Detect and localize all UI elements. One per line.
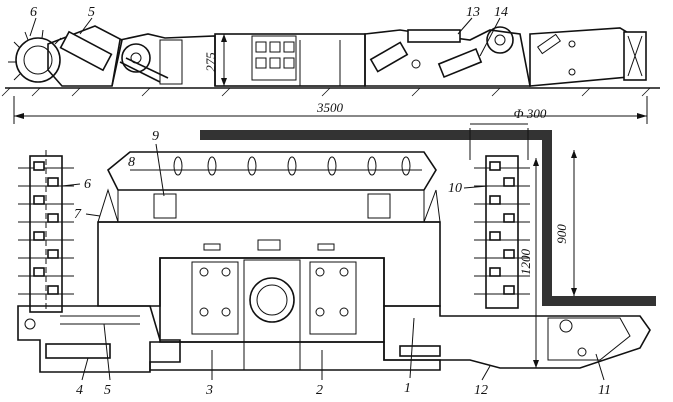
callout-1: 1 (404, 381, 411, 396)
cylinder-14 (437, 47, 483, 79)
callout-6: 6 (84, 177, 91, 192)
callout-4: 4 (76, 383, 83, 398)
callout-13: 13 (466, 5, 480, 20)
dim-275: 275 (203, 52, 218, 72)
right-lower-arm (383, 305, 651, 369)
motor-housing (159, 257, 385, 343)
ground-hatching (1, 87, 651, 97)
main-frame (97, 221, 441, 307)
right-sprocket (486, 26, 514, 54)
left-arm-cylinder (59, 30, 113, 72)
plan-view: Φ 300 1200 900 (17, 106, 656, 398)
central-drive-shaft (249, 277, 295, 323)
callout-9: 9 (152, 129, 159, 144)
left-drum-column (18, 150, 74, 313)
callout-3: 3 (205, 383, 213, 398)
control-panel (251, 35, 297, 81)
hitch-block-9 (153, 193, 177, 219)
callout-8: 8 (128, 155, 135, 170)
left-sprocket (121, 43, 151, 73)
dim-diameter-300: Φ 300 (514, 106, 547, 121)
callout-12: 12 (474, 383, 488, 398)
callout-2: 2 (316, 383, 323, 398)
callout-5: 5 (104, 383, 111, 398)
cylinder-13 (407, 29, 461, 43)
callout-top-5: 5 (88, 5, 95, 20)
dim-3500: 3500 (316, 100, 344, 115)
left-hydraulic-cylinder (45, 343, 111, 359)
dim-1200: 1200 (518, 249, 533, 276)
right-ranging-arm-11 (547, 317, 631, 361)
left-cutting-drum-side (15, 37, 61, 83)
base-plate (149, 341, 441, 371)
face-conveyor-top (200, 130, 552, 140)
callout-10: 10 (448, 181, 462, 196)
callout-7: 7 (74, 207, 82, 222)
dim-900: 900 (554, 224, 569, 244)
side-elevation-view: 275 6 5 13 14 3500 (1, 5, 660, 124)
right-drum-column (474, 155, 530, 309)
callout-top-6: 6 (30, 5, 37, 20)
callout-11: 11 (598, 383, 611, 398)
callout-14: 14 (494, 5, 508, 20)
top-beam-8 (106, 151, 437, 191)
